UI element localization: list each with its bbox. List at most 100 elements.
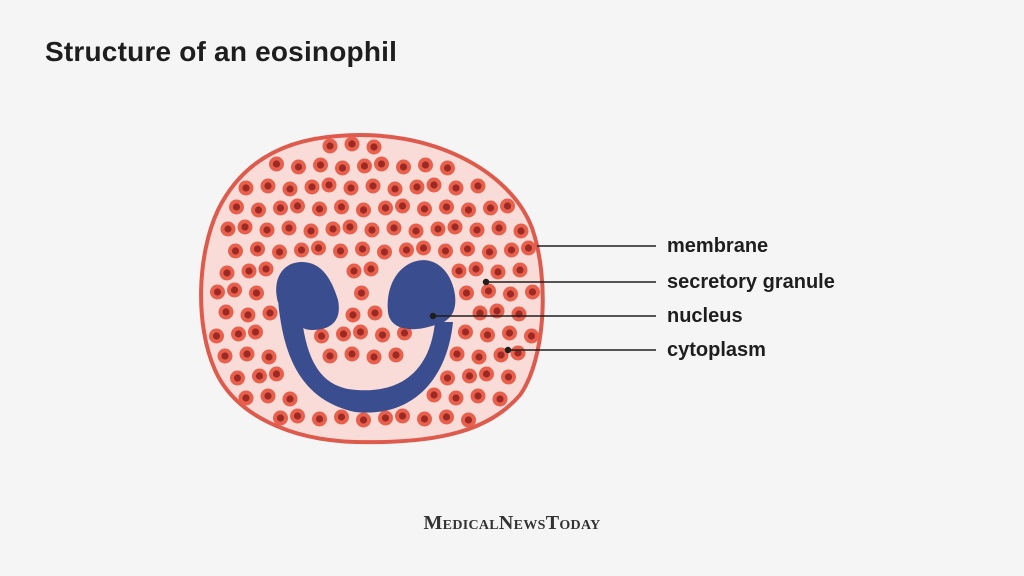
granule-core [316,161,325,169]
granule-core [337,413,346,421]
granule-core [212,332,221,340]
granule-core [453,350,461,358]
granule-core [420,205,429,213]
granule-core [350,267,358,275]
granule-core [391,185,399,193]
granule-core [493,307,501,315]
granule-core [482,370,491,378]
granule-core [336,247,345,255]
granule-core [231,247,240,255]
granule-core [474,392,482,400]
granule-core [275,248,284,256]
granule-core [252,289,261,297]
granule-core [369,182,377,190]
granule-core [266,309,274,317]
granule-core [230,286,239,294]
granule-core [503,202,512,210]
granule-core [255,372,264,380]
granule-core [232,203,241,211]
granule-core [455,267,463,275]
granule-core [356,328,365,336]
granule-core [472,265,480,273]
granule-core [325,181,333,189]
granule-core [378,331,387,339]
granule-core [430,181,438,189]
granule-core [412,227,420,235]
granule-core [317,332,326,340]
granule-core [243,350,251,358]
granule-core [349,311,357,319]
granule-core [297,246,306,254]
granule-core [463,245,472,253]
granule-core [430,391,438,399]
granule-core [368,226,376,234]
granule-core [476,309,484,317]
granule-core [486,204,495,212]
label-secretory-granule: secretory granule [667,271,835,293]
granule-core [451,223,459,231]
granule-core [442,203,451,211]
granule-core [443,374,452,382]
granule-core [464,206,473,214]
granule-core [461,328,470,336]
granule-core [276,204,285,212]
granule-core [359,416,368,424]
granule-core [315,205,324,213]
granule-core [245,267,253,275]
granule-core [221,352,229,360]
granule-core [497,351,505,359]
granule-core [452,184,460,192]
granule-core [419,244,428,252]
granule-core [347,184,355,192]
granule-core [285,224,293,232]
nucleus-shape [276,260,456,413]
granule-core [367,265,375,273]
granule-core [293,202,302,210]
granule-core [392,351,400,359]
granule-core [294,163,303,171]
granule-core [370,143,378,151]
granule-core [443,164,452,172]
granule-core [264,182,272,190]
granule-core [222,308,230,316]
granule-core [506,290,515,298]
granule-core [494,268,502,276]
granule-core [420,415,429,423]
cytoplasm-leader-dot [504,346,512,354]
granule-core [293,412,302,420]
granule-core [251,328,260,336]
granule-core [308,183,316,191]
granule-core [233,374,242,382]
granule-core [528,288,537,296]
granule-core [223,269,231,277]
granule-core [224,225,232,233]
granule-core [400,329,409,337]
granule-core [272,160,281,168]
granule-core [286,395,294,403]
granule-core [462,289,471,297]
label-membrane: membrane [667,235,769,257]
granule-core [398,202,407,210]
granule-core [359,206,368,214]
granule-core [413,183,421,191]
granule-core [357,289,366,297]
granule-core [358,245,367,253]
granule-core [390,224,398,232]
granule-core [483,331,492,339]
granule-core [452,394,460,402]
granule-core [348,140,356,148]
granule-leader-dot [482,278,490,286]
granule-core [475,353,483,361]
granule-core [465,372,474,380]
label-cytoplasm: cytoplasm [667,339,766,361]
granule-core [421,161,430,169]
granule-core [434,225,442,233]
brand-logo: MedicalNewsToday [423,512,601,534]
granule-core [337,203,346,211]
granule-core [314,244,323,252]
granule-core [348,350,356,358]
granule-core [381,414,390,422]
granule-core [474,182,482,190]
granule-core [377,160,386,168]
granule-core [244,311,252,319]
